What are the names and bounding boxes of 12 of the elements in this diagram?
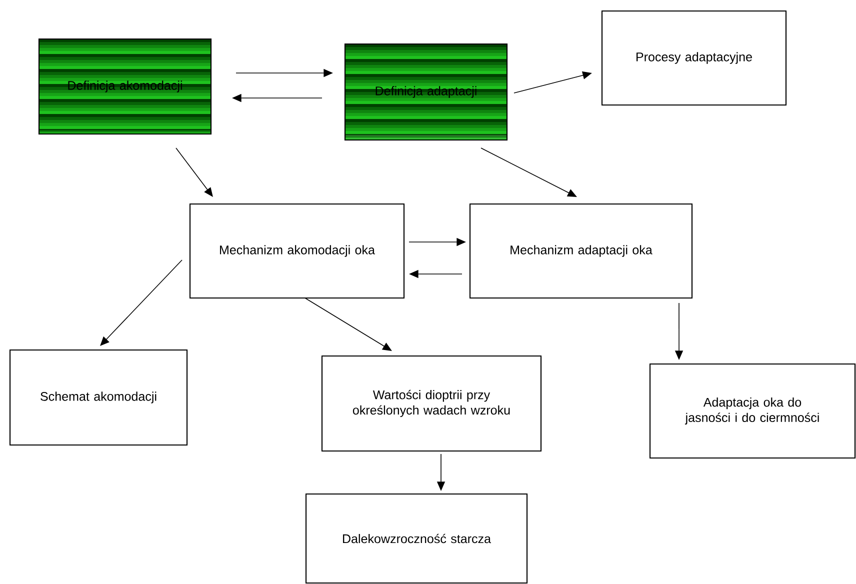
process-box: Dalekowzroczność starcza [305, 493, 528, 584]
arrow [176, 148, 213, 197]
arrow [304, 298, 392, 351]
process-box: Procesy adaptacyjne [601, 10, 787, 106]
arrow [100, 260, 182, 346]
process-box: Adaptacja oka do jasności i do ciermności [649, 363, 856, 459]
process-box: Mechanizm akomodacji oka [189, 203, 405, 299]
striped-box: Definicja adaptacji [344, 43, 508, 141]
process-box: Schemat akomodacji [9, 349, 188, 446]
process-box: Mechanizm adaptacji oka [469, 203, 693, 299]
process-box: Wartości dioptrii przy określonych wadach wzroku [321, 355, 542, 452]
striped-box: Definicja akomodacji [38, 38, 212, 135]
